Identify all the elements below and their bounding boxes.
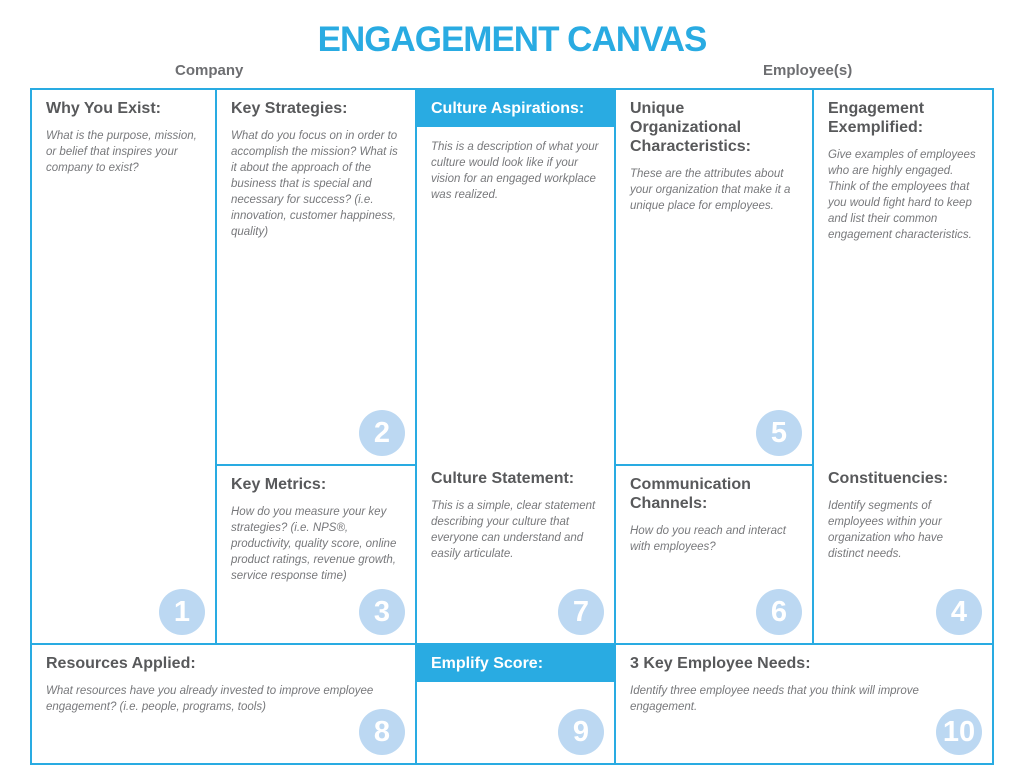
badge-8: 8	[359, 709, 405, 755]
culture-statement-description: This is a simple, clear statement descri…	[431, 499, 596, 561]
company-axis-label: Company	[175, 62, 244, 79]
resources-applied-description: What resources have you already invested…	[46, 684, 374, 713]
engagement-exemplified-heading: Engagement Exemplified:	[828, 100, 925, 136]
badge-10: 10	[936, 709, 982, 755]
badge-6: 6	[756, 589, 802, 635]
why-you-exist-heading: Why You Exist:	[46, 100, 161, 117]
unique-org-heading: Unique Organizational Characteristics:	[630, 100, 751, 155]
canvas-grid: Why You Exist: What is the purpose, miss…	[30, 88, 994, 765]
key-metrics-heading: Key Metrics:	[231, 476, 327, 493]
badge-3: 3	[359, 589, 405, 635]
unique-org-description: These are the attributes about your orga…	[630, 167, 791, 212]
culture-statement-section: Culture Statement: This is a simple, cle…	[417, 470, 614, 562]
badge-9: 9	[558, 709, 604, 755]
engagement-exemplified-description: Give examples of employees who are highl…	[828, 148, 976, 242]
cell-why-you-exist: Why You Exist: What is the purpose, miss…	[32, 90, 215, 643]
emplify-score-header: Emplify Score:	[417, 645, 614, 682]
badge-5: 5	[756, 410, 802, 456]
constituencies-description: Identify segments of employees within yo…	[828, 499, 944, 561]
culture-aspirations-description: This is a description of what your cultu…	[431, 141, 599, 202]
employees-axis-label: Employee(s)	[763, 62, 853, 79]
badge-7: 7	[558, 589, 604, 635]
cell-unique-org-characteristics: Unique Organizational Characteristics: T…	[616, 90, 812, 464]
resources-applied-heading: Resources Applied:	[46, 655, 196, 672]
culture-aspirations-header: Culture Aspirations:	[417, 90, 614, 127]
cell-culture: Culture Aspirations: This is a descripti…	[417, 90, 614, 643]
badge-2: 2	[359, 410, 405, 456]
key-strategies-heading: Key Strategies:	[231, 100, 348, 117]
cell-key-metrics: Key Metrics: How do you measure your key…	[217, 466, 415, 643]
cell-communication-channels: Communication Channels: How do you reach…	[616, 466, 812, 643]
key-strategies-description: What do you focus on in order to accompl…	[231, 129, 398, 239]
key-employee-needs-heading: 3 Key Employee Needs:	[630, 655, 811, 672]
cell-key-strategies: Key Strategies: What do you focus on in …	[217, 90, 415, 464]
key-employee-needs-description: Identify three employee needs that you t…	[630, 684, 919, 713]
cell-emplify-score: Emplify Score: 9	[417, 645, 614, 763]
cell-key-employee-needs: 3 Key Employee Needs: Identify three emp…	[616, 645, 992, 763]
why-you-exist-description: What is the purpose, mission, or belief …	[46, 129, 197, 175]
key-metrics-description: How do you measure your key strategies? …	[231, 505, 397, 583]
badge-4: 4	[936, 589, 982, 635]
culture-statement-heading: Culture Statement:	[431, 470, 575, 487]
cell-engagement: Engagement Exemplified: Give examples of…	[814, 90, 992, 643]
badge-1: 1	[159, 589, 205, 635]
communication-channels-heading: Communication Channels:	[630, 476, 751, 512]
constituencies-section: Constituencies: Identify segments of emp…	[814, 470, 992, 562]
communication-channels-description: How do you reach and interact with emplo…	[630, 524, 786, 553]
constituencies-heading: Constituencies:	[828, 470, 949, 487]
cell-resources-applied: Resources Applied: What resources have y…	[32, 645, 415, 763]
page-title: ENGAGEMENT CANVAS	[317, 20, 708, 59]
